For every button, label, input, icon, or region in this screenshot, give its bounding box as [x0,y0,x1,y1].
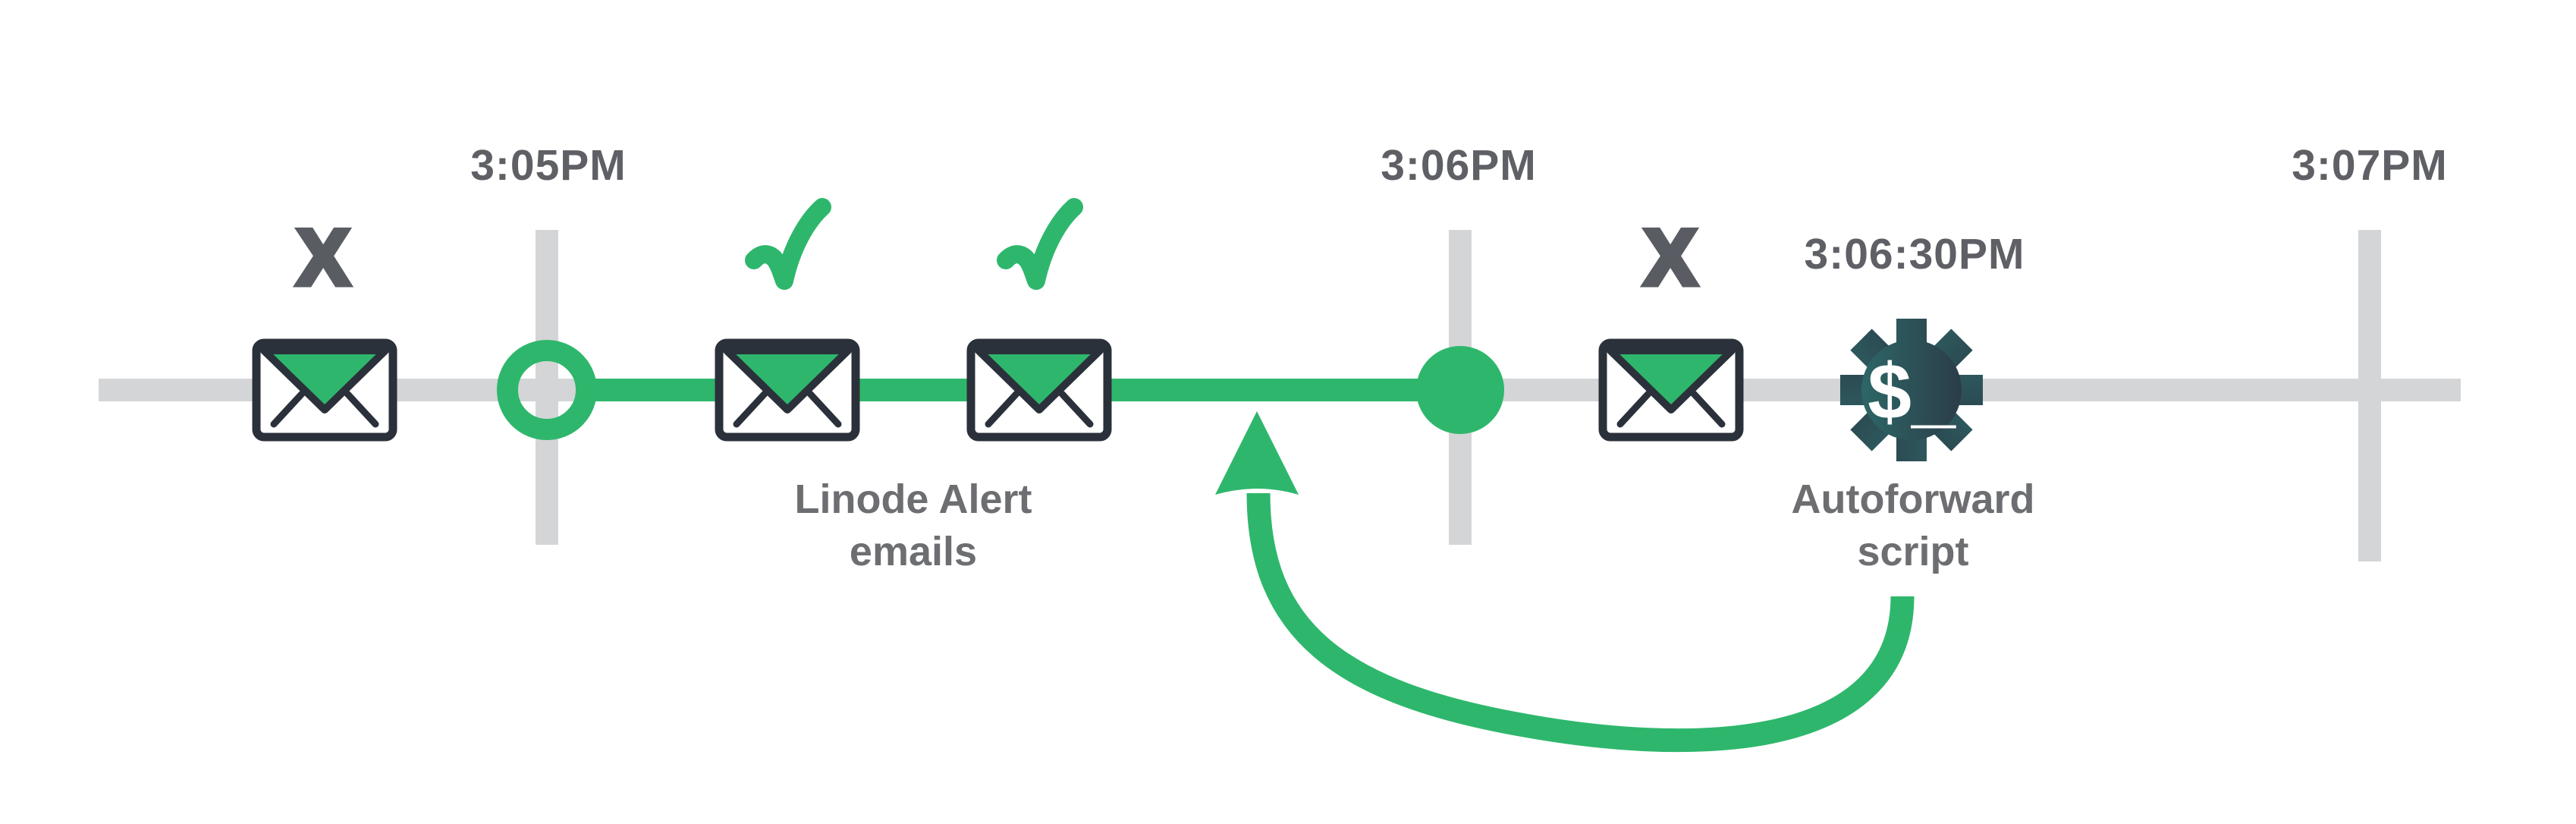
autoforward-script-line2: script [1857,529,1969,574]
autoforward-arrow [1215,411,1915,753]
gear-dollar-icon: $_ [1840,319,1983,461]
blocked-x-mark-right: X [1641,214,1699,302]
tick-label-3-06pm: 3:06PM [1381,141,1537,190]
autoforward-script-label: Autoforward script [1792,473,2035,578]
tick-label-3-07pm: 3:07PM [2292,141,2448,190]
linode-alert-emails-line2: emails [849,529,978,574]
envelope-icon-blocked-1 [256,343,393,437]
blocked-x-mark-left: X [294,214,352,302]
autoforward-script-line1: Autoforward [1791,476,2035,522]
check-icon-1 [754,207,822,281]
autoforward-time-label: 3:06:30PM [1804,230,2025,278]
envelope-icon-delivered-1 [719,343,856,437]
check-icon-2 [1006,207,1074,281]
envelope-icon-delivered-2 [971,343,1107,437]
gear-glyph: $_ [1868,348,1956,436]
linode-alert-emails-label: Linode Alert emails [794,473,1032,578]
tick-3-05pm [536,230,558,545]
linode-alert-emails-line1: Linode Alert [794,476,1032,522]
arrowhead-icon [1215,411,1299,495]
tick-3-07pm [2358,230,2381,561]
envelope-icon-blocked-2 [1603,343,1739,437]
start-ring-marker [497,340,597,440]
tick-label-3-05pm: 3:05PM [470,141,627,190]
end-dot-marker [1416,346,1504,434]
